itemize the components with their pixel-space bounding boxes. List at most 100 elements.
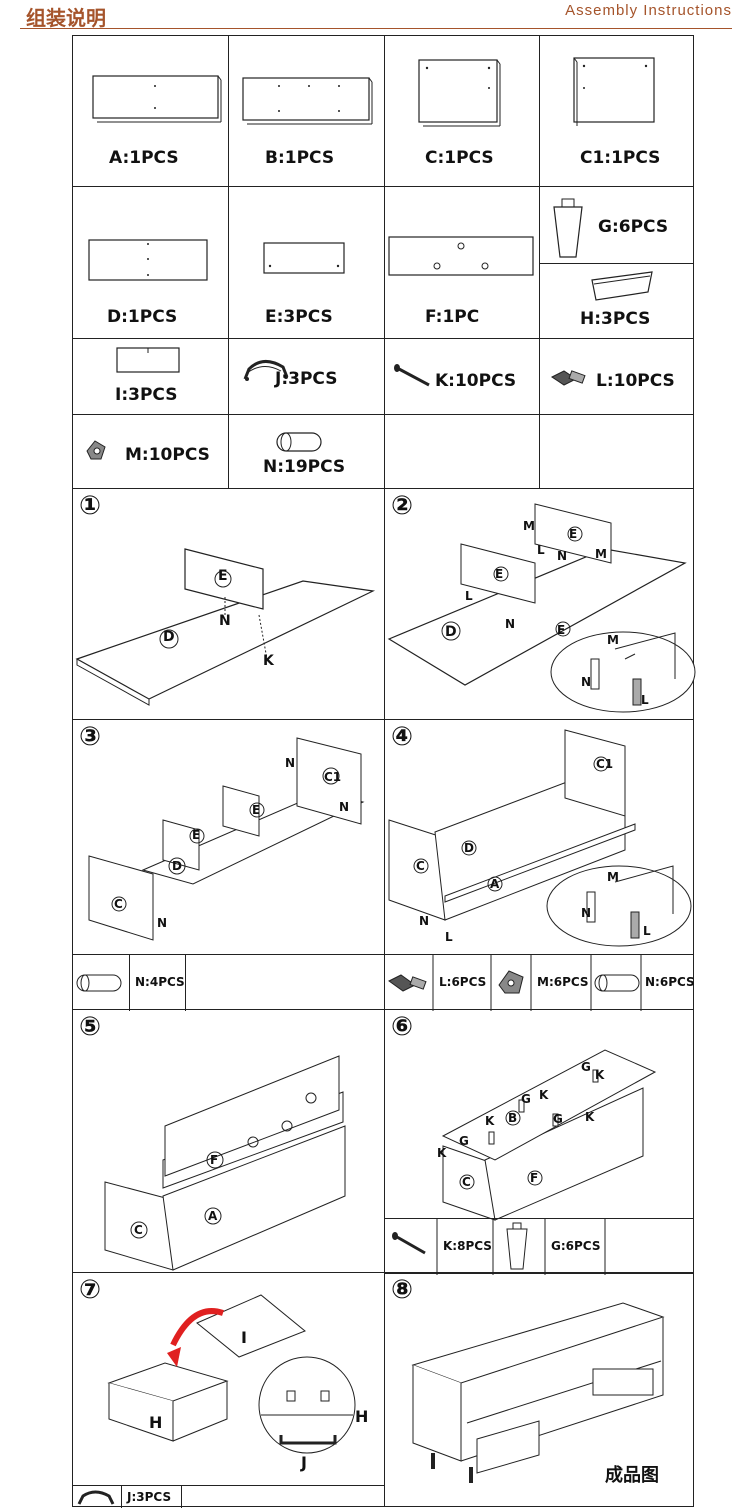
part-label: M:10PCS	[125, 445, 210, 465]
header: 组装说明 Assembly Instructions	[20, 0, 732, 30]
part-callout: C1	[596, 757, 614, 771]
part-callout: C	[416, 859, 425, 873]
panel-h-icon	[591, 271, 653, 301]
part-cell-h: H:3PCS	[539, 263, 694, 339]
header-title-cn: 组装说明	[26, 6, 106, 30]
part-label: G:6PCS	[598, 217, 669, 237]
part-callout: E	[192, 828, 201, 842]
part-cell-a: A:1PCS	[72, 35, 229, 187]
part-callout: K	[263, 653, 274, 669]
part-callout: H	[149, 1413, 163, 1432]
step-1-panel: ① E D N K	[72, 488, 385, 720]
step-5-panel: ⑤ F C A	[72, 1009, 385, 1273]
part-label: L:10PCS	[596, 371, 675, 391]
part-cell-b: B:1PCS	[228, 35, 385, 187]
part-label: A:1PCS	[109, 148, 179, 168]
cam-lock-m-icon	[86, 440, 106, 460]
hardware-count: L:6PCS	[439, 975, 487, 989]
step-4-panel: ④ C1 D C A N L M N L	[384, 719, 694, 955]
part-cell-e: E:3PCS	[228, 186, 385, 339]
part-cell-c1: C1:1PCS	[539, 35, 694, 187]
finished-caption: 成品图	[605, 1465, 659, 1486]
panel-c-icon	[418, 59, 501, 127]
part-label: C:1PCS	[425, 148, 494, 168]
part-cell-k: K:10PCS	[384, 338, 540, 415]
part-callout: G	[459, 1134, 469, 1148]
panel-f-icon	[388, 236, 534, 276]
part-callout: H	[355, 1407, 369, 1426]
divider	[185, 955, 186, 1011]
part-callout: D	[172, 859, 182, 873]
step-5-diagram	[104, 1055, 346, 1271]
part-cell-m: M:10PCS	[72, 414, 229, 489]
part-callout: L	[641, 693, 649, 707]
step-number: ⑥	[391, 1012, 414, 1042]
step-6-diagram	[441, 1049, 657, 1221]
part-label: K:10PCS	[435, 371, 517, 391]
part-callout: F	[210, 1153, 219, 1167]
part-callout: E	[252, 803, 261, 817]
part-cell-l: L:10PCS	[539, 338, 694, 415]
part-cell-n: N:19PCS	[228, 414, 385, 489]
part-callout: C	[462, 1175, 471, 1189]
part-callout: D	[163, 629, 175, 645]
hardware-row-step-4: L:6PCS M:6PCS N:6PCS	[384, 954, 695, 1011]
part-label: C1:1PCS	[580, 148, 661, 168]
panel-i-icon	[116, 347, 180, 373]
panel-e-icon	[263, 242, 345, 274]
part-callout: K	[539, 1088, 549, 1102]
instruction-sheet: A:1PCS B:1PCS C:1PCS C1:1PCS D:1PCS E:3P…	[72, 35, 696, 1508]
part-callout: E	[569, 527, 578, 541]
dowel-n-icon	[276, 432, 322, 452]
part-callout: M	[607, 633, 619, 647]
part-callout: C	[114, 897, 123, 911]
hardware-count: M:6PCS	[537, 975, 589, 989]
part-callout: K	[485, 1114, 495, 1128]
step-3-diagram	[88, 737, 365, 941]
part-callout: F	[530, 1171, 539, 1185]
part-callout: G	[553, 1112, 563, 1126]
part-callout: N	[339, 800, 350, 814]
part-callout: G	[521, 1092, 531, 1106]
finished-product-diagram	[411, 1302, 665, 1483]
part-callout: E	[495, 567, 504, 581]
step-number: ⑦	[79, 1275, 102, 1305]
hardware-count: N:6PCS	[645, 975, 695, 989]
hardware-icons	[388, 955, 642, 1011]
header-title-en: Assembly Instructions	[565, 2, 732, 19]
part-callout: M	[607, 870, 619, 884]
part-label: H:3PCS	[580, 309, 651, 329]
panel-d-icon	[88, 239, 208, 281]
part-callout: N	[505, 617, 516, 631]
part-callout: N	[557, 549, 568, 563]
part-label: D:1PCS	[107, 307, 178, 327]
part-callout: N	[581, 906, 592, 920]
part-callout: M	[595, 547, 607, 561]
part-callout: D	[464, 841, 474, 855]
part-callout: B	[508, 1111, 518, 1125]
part-label: B:1PCS	[265, 148, 335, 168]
divider	[121, 1486, 122, 1508]
handle-j-icon	[243, 360, 289, 381]
part-label: F:1PC	[425, 307, 480, 327]
part-callout: J	[301, 1453, 307, 1472]
hardware-count: K:8PCS	[443, 1239, 492, 1253]
part-label: E:3PCS	[265, 307, 333, 327]
empty-cell	[384, 414, 540, 489]
dowel-n-icon	[76, 974, 122, 992]
part-cell-i: I:3PCS	[72, 338, 229, 415]
hardware-row-step-6: K:8PCS G:6PCS	[384, 1218, 694, 1275]
step-number: ⑤	[79, 1012, 102, 1042]
step-4-diagram	[388, 729, 692, 947]
hardware-count: N:4PCS	[135, 975, 185, 989]
step-number: ④	[391, 722, 414, 752]
part-label: I:3PCS	[115, 385, 178, 405]
hardware-icons	[392, 1219, 606, 1275]
step-7-panel: ⑦ I H H J	[72, 1272, 385, 1486]
part-callout: N	[157, 916, 168, 930]
step-2-panel: ② M E N M L E D N L E M N L	[384, 488, 696, 720]
step-number: ③	[79, 722, 102, 752]
part-callout: L	[465, 589, 473, 603]
part-callout: E	[218, 568, 228, 584]
hardware-row-step-7: J:3PCS	[72, 1485, 385, 1508]
